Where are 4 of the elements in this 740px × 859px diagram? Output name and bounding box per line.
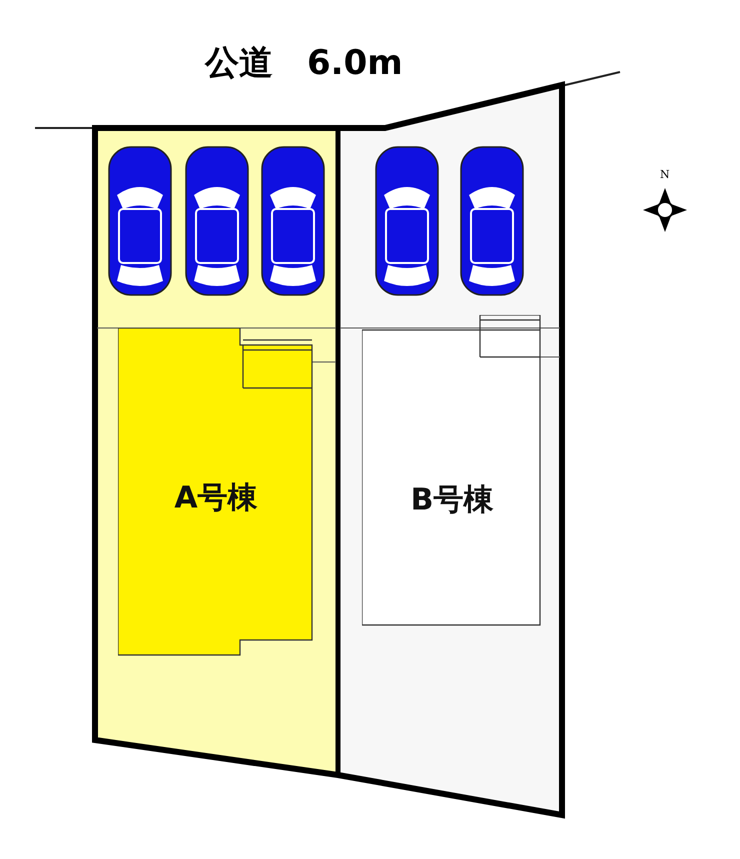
road-label: 公道 6.0m xyxy=(205,42,403,85)
building-label: B号棟 xyxy=(410,482,494,520)
building-label: A号棟 xyxy=(174,480,258,518)
north-label: N xyxy=(660,168,670,181)
